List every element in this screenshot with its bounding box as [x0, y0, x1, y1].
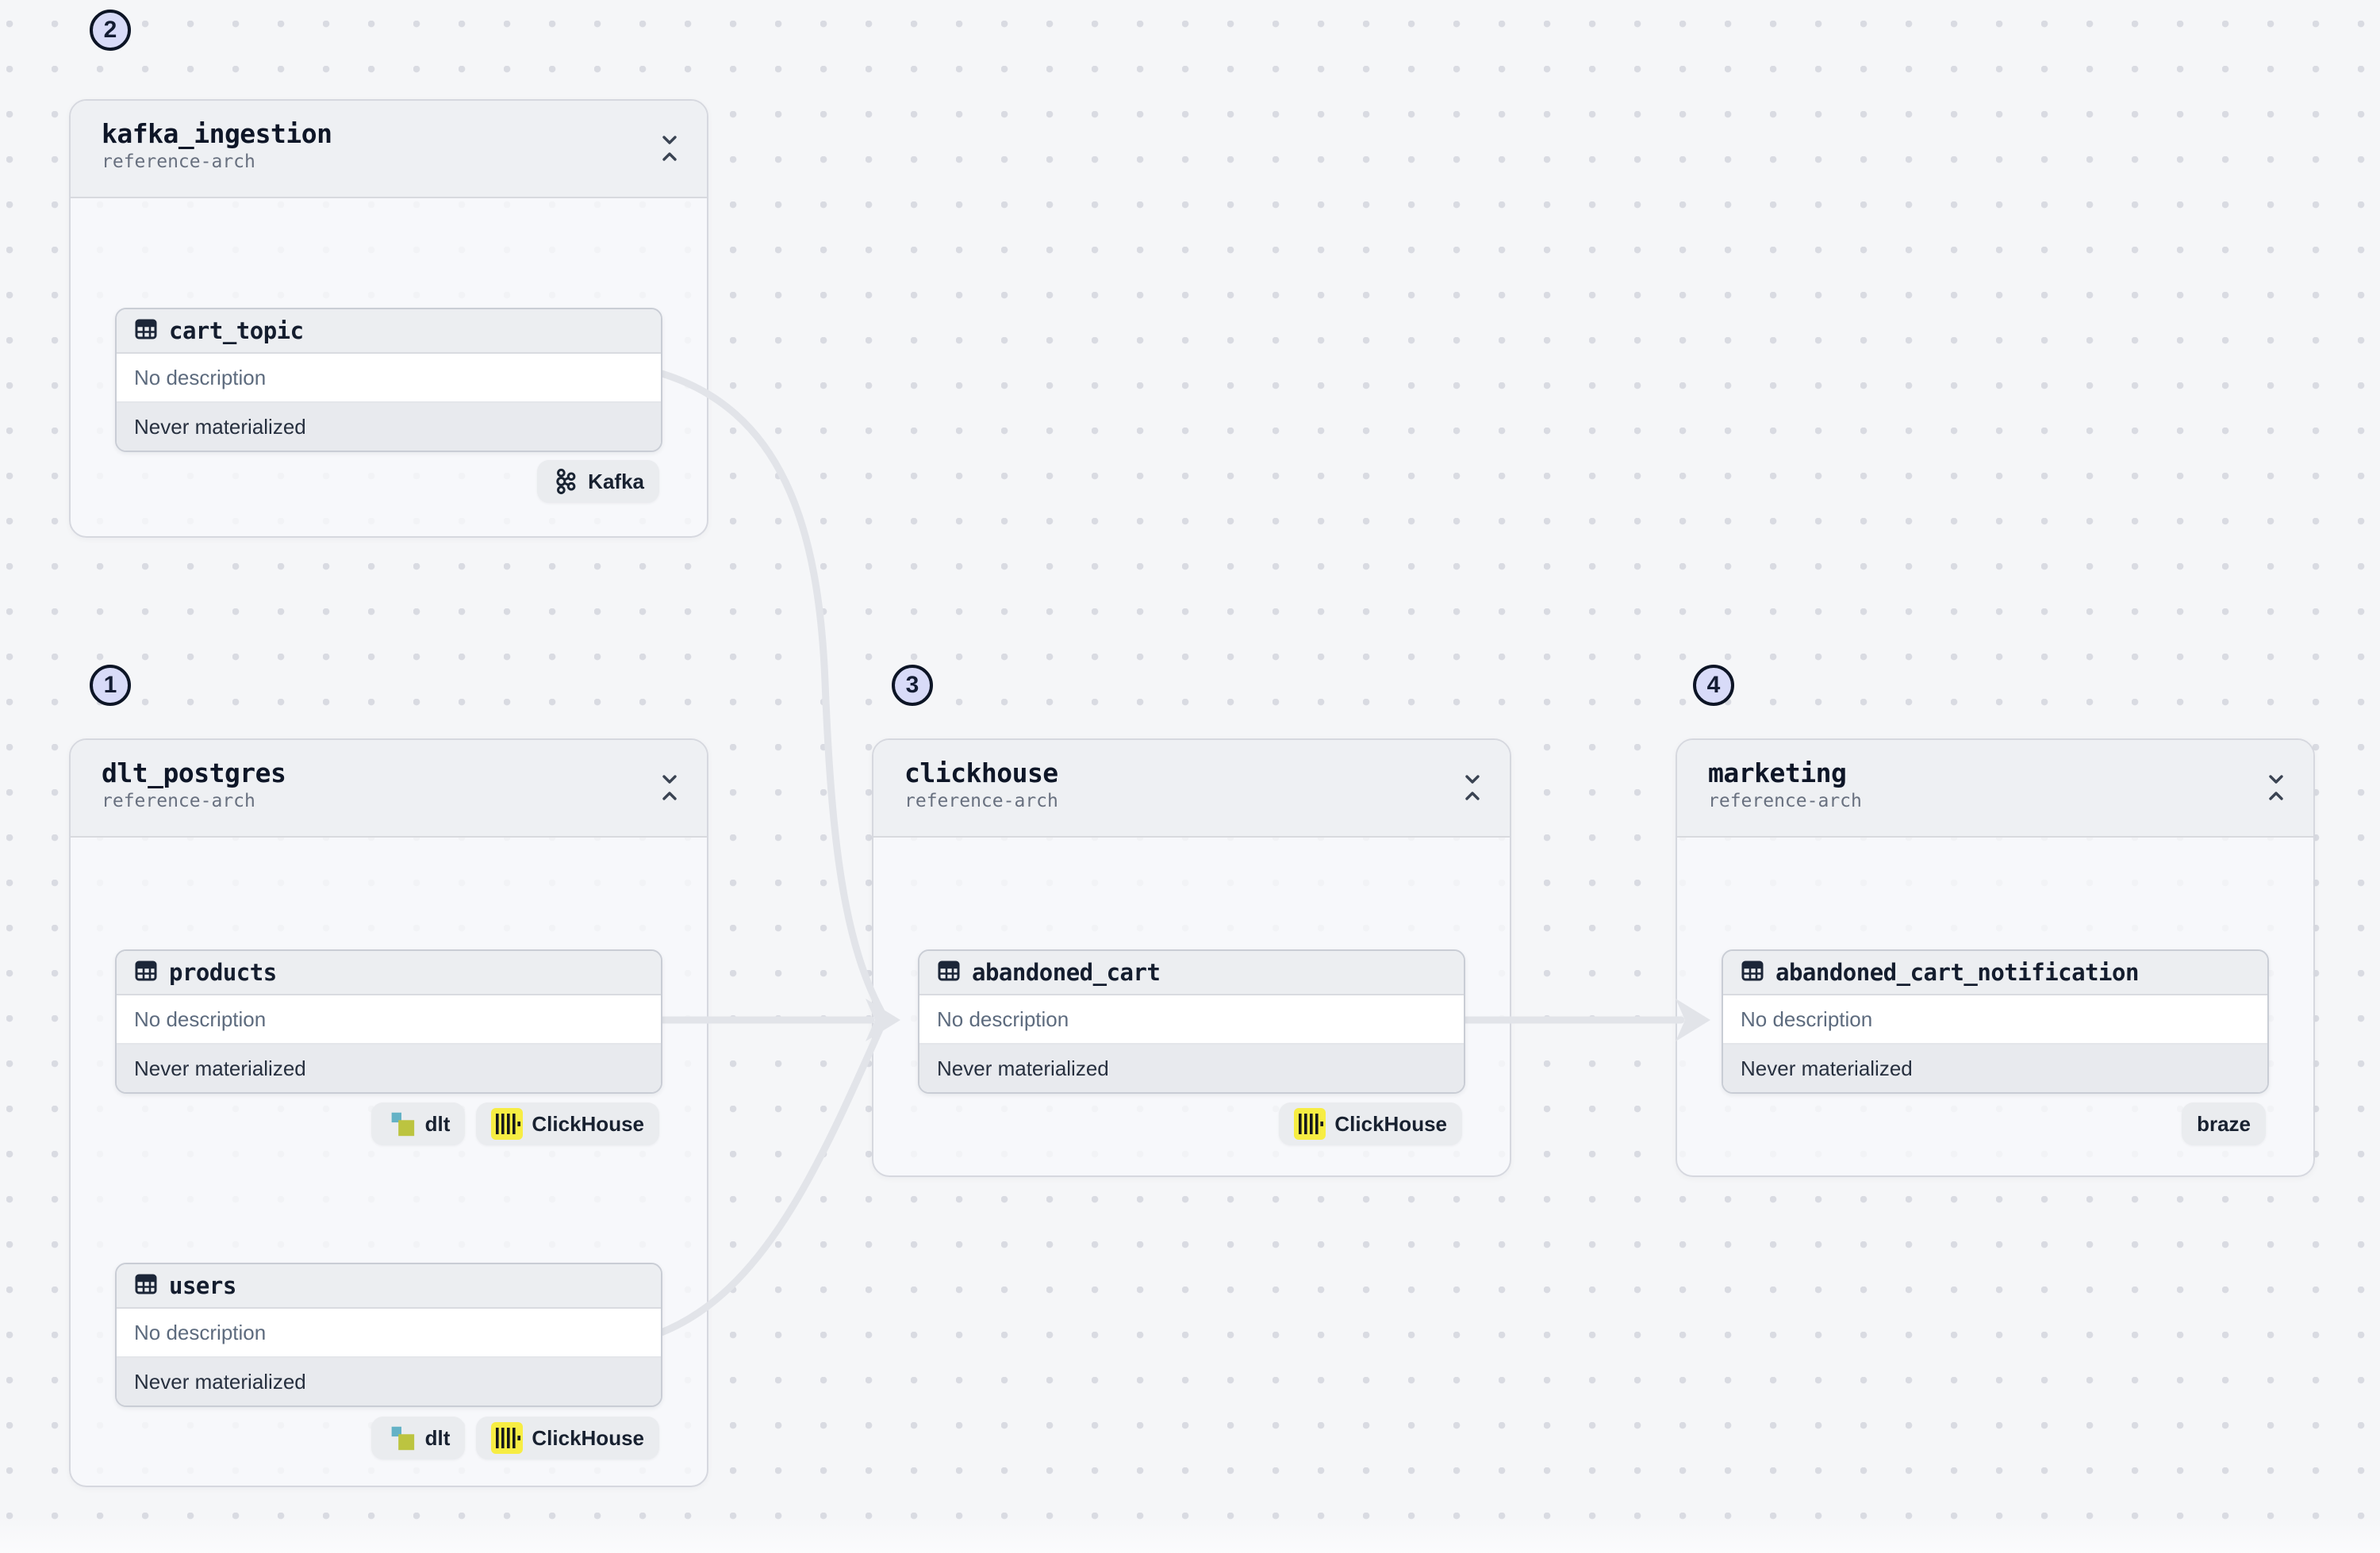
group-title: kafka_ingestion — [102, 118, 332, 149]
step-marker-2: 2 — [90, 10, 131, 51]
asset-description: No description — [117, 354, 661, 403]
group-title: dlt_postgres — [102, 757, 286, 788]
group-subtitle: reference-arch — [1708, 791, 1862, 811]
kind-badge-label: ClickHouse — [532, 1425, 644, 1450]
asset-status: Never materialized — [1723, 1045, 2267, 1092]
group-subtitle: reference-arch — [102, 791, 255, 811]
asset-card-header[interactable]: cart_topic — [117, 309, 661, 354]
clickhouse-icon — [1294, 1108, 1326, 1140]
asset-card-users[interactable]: users No description Never materialized — [115, 1263, 662, 1407]
kind-badge-clickhouse[interactable]: ClickHouse — [1279, 1102, 1462, 1145]
clickhouse-icon — [491, 1108, 524, 1140]
step-marker-label: 4 — [1706, 672, 1721, 698]
kind-badge-label: dlt — [424, 1111, 451, 1136]
step-marker-4: 4 — [1693, 665, 1734, 706]
kind-badge-kafka[interactable]: Kafka — [537, 460, 659, 503]
asset-description: No description — [117, 1309, 661, 1358]
table-icon — [937, 959, 961, 987]
kind-badge-label: braze — [2197, 1111, 2251, 1136]
kind-badge-dlt[interactable]: dlt — [370, 1102, 466, 1145]
step-marker-label: 2 — [103, 17, 117, 43]
asset-name: abandoned_cart — [972, 959, 1161, 986]
step-marker-label: 3 — [905, 672, 919, 698]
group-header[interactable]: marketing reference-arch — [1677, 740, 2313, 838]
collapse-vertical-icon[interactable] — [2263, 767, 2290, 808]
asset-status: Never materialized — [117, 1358, 661, 1405]
kind-badge-label: Kafka — [588, 469, 644, 493]
canvas-bottom-fade — [0, 1517, 2380, 1553]
badge-row-notification: braze — [2182, 1102, 2266, 1145]
asset-card-header[interactable]: products — [117, 951, 661, 995]
collapse-vertical-icon[interactable] — [1459, 767, 1486, 808]
badge-row-cart-topic: Kafka — [537, 460, 659, 503]
group-header[interactable]: kafka_ingestion reference-arch — [71, 101, 707, 198]
asset-card-products[interactable]: products No description Never materializ… — [115, 949, 662, 1094]
kafka-icon — [552, 468, 579, 495]
badge-row-abandoned-cart: ClickHouse — [1279, 1102, 1462, 1145]
dlt-icon — [386, 1423, 416, 1453]
kind-badge-dlt[interactable]: dlt — [370, 1417, 466, 1459]
kind-badge-label: ClickHouse — [532, 1111, 644, 1136]
asset-description: No description — [919, 995, 1464, 1045]
group-title: marketing — [1708, 757, 1847, 788]
collapse-vertical-icon[interactable] — [656, 128, 683, 169]
step-marker-3: 3 — [892, 665, 933, 706]
asset-status: Never materialized — [117, 1045, 661, 1092]
kind-badge-clickhouse[interactable]: ClickHouse — [476, 1417, 659, 1459]
asset-name: users — [169, 1272, 236, 1299]
asset-status: Never materialized — [919, 1045, 1464, 1092]
asset-name: cart_topic — [169, 317, 304, 344]
asset-description: No description — [117, 995, 661, 1045]
asset-card-header[interactable]: abandoned_cart — [919, 951, 1464, 995]
kind-badge-clickhouse[interactable]: ClickHouse — [476, 1102, 659, 1145]
asset-description: No description — [1723, 995, 2267, 1045]
group-header[interactable]: clickhouse reference-arch — [873, 740, 1510, 838]
group-subtitle: reference-arch — [904, 791, 1058, 811]
step-marker-label: 1 — [103, 672, 117, 698]
step-marker-1: 1 — [90, 665, 131, 706]
dlt-icon — [386, 1109, 416, 1139]
clickhouse-icon — [491, 1422, 524, 1454]
badge-row-products: dlt ClickHouse — [370, 1102, 659, 1145]
asset-status: Never materialized — [117, 403, 661, 451]
kind-badge-label: ClickHouse — [1334, 1111, 1447, 1136]
asset-card-abandoned-cart[interactable]: abandoned_cart No description Never mate… — [918, 949, 1465, 1094]
table-icon — [134, 1272, 158, 1300]
asset-name: products — [169, 959, 277, 986]
group-subtitle: reference-arch — [102, 151, 255, 172]
collapse-vertical-icon[interactable] — [656, 767, 683, 808]
table-icon — [1741, 959, 1764, 987]
table-icon — [134, 959, 158, 987]
asset-card-abandoned-cart-notification[interactable]: abandoned_cart_notification No descripti… — [1722, 949, 2269, 1094]
asset-card-header[interactable]: users — [117, 1264, 661, 1309]
kind-badge-braze[interactable]: braze — [2182, 1102, 2266, 1145]
asset-card-cart-topic[interactable]: cart_topic No description Never material… — [115, 308, 662, 452]
asset-name: abandoned_cart_notification — [1775, 959, 2139, 986]
asset-card-header[interactable]: abandoned_cart_notification — [1723, 951, 2267, 995]
group-title: clickhouse — [904, 757, 1058, 788]
table-icon — [134, 317, 158, 345]
badge-row-users: dlt ClickHouse — [370, 1417, 659, 1459]
group-header[interactable]: dlt_postgres reference-arch — [71, 740, 707, 838]
kind-badge-label: dlt — [424, 1425, 451, 1450]
